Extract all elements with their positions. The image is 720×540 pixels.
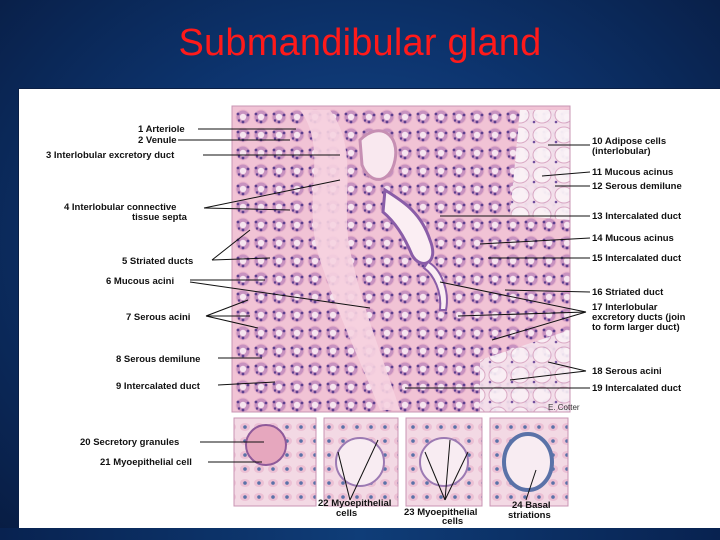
inset-acinus xyxy=(245,424,287,466)
label-23a: 23 Myoepithelial xyxy=(404,507,477,518)
label-2: 2 Venule xyxy=(138,135,177,146)
label-22b: cells xyxy=(336,508,357,519)
label-13: 13 Intercalated duct xyxy=(592,211,682,222)
interlobular-duct-lumen xyxy=(358,129,398,181)
label-9: 9 Intercalated duct xyxy=(116,381,201,392)
label-19: 19 Intercalated duct xyxy=(592,383,682,394)
inset-striated-duct xyxy=(502,432,554,492)
label-17b: excretory ducts (join xyxy=(592,312,686,323)
label-21: 21 Myoepithelial cell xyxy=(100,457,192,468)
credit-label: E. Cotter xyxy=(548,403,580,412)
label-14: 14 Mucous acinus xyxy=(592,233,674,244)
inset-duct-2 xyxy=(419,437,469,487)
label-24a: 24 Basal xyxy=(512,500,551,511)
mucous-region-lower xyxy=(480,330,570,412)
label-7: 7 Serous acini xyxy=(126,312,190,323)
label-22a: 22 Myoepithelial xyxy=(318,498,391,509)
label-11: 11 Mucous acinus xyxy=(592,167,673,178)
label-10b: (interlobular) xyxy=(592,146,651,157)
label-18: 18 Serous acini xyxy=(592,366,662,377)
label-24b: striations xyxy=(508,510,551,521)
label-8: 8 Serous demilune xyxy=(116,354,200,365)
footer-strip xyxy=(0,528,720,540)
label-15: 15 Intercalated duct xyxy=(592,253,682,264)
label-4b: tissue septa xyxy=(132,212,188,223)
adipose-region xyxy=(510,110,570,220)
inset-duct-1 xyxy=(335,437,385,487)
label-1: 1 Arteriole xyxy=(138,124,185,135)
label-5: 5 Striated ducts xyxy=(122,256,193,267)
label-17c: to form larger duct) xyxy=(592,322,680,333)
connective-septum xyxy=(300,110,400,410)
label-23b: cells xyxy=(442,516,463,527)
label-20: 20 Secretory granules xyxy=(80,437,179,448)
label-16: 16 Striated duct xyxy=(592,287,664,298)
duct-branch xyxy=(422,260,448,311)
label-10a: 10 Adipose cells xyxy=(592,136,666,147)
leader-lines xyxy=(178,128,591,501)
label-17a: 17 Interlobular xyxy=(592,302,658,313)
slide-title: Submandibular gland xyxy=(178,22,542,64)
label-12: 12 Serous demilune xyxy=(592,181,682,192)
label-6: 6 Mucous acini xyxy=(106,276,174,287)
label-3: 3 Interlobular excretory duct xyxy=(46,150,175,161)
label-4a: 4 Interlobular connective xyxy=(64,202,176,213)
